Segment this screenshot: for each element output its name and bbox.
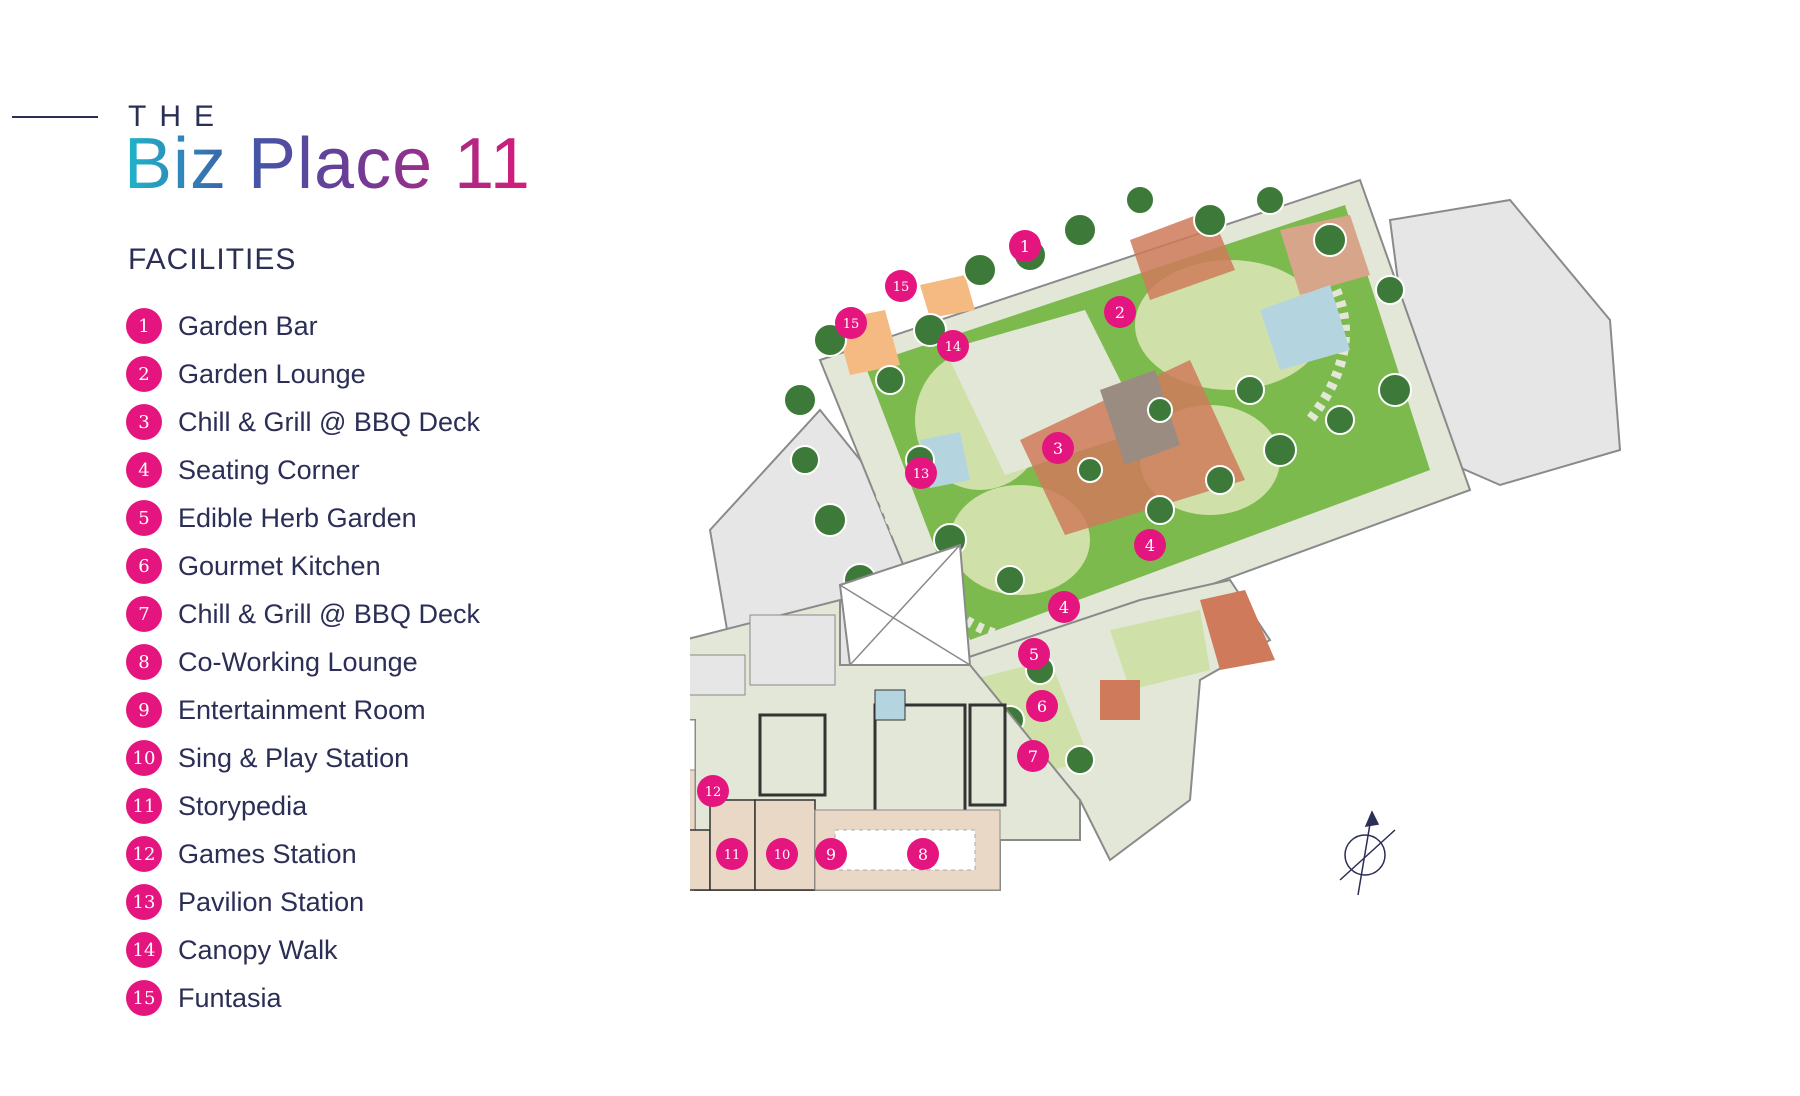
svg-text:14: 14 bbox=[945, 340, 962, 355]
legend-label: Seating Corner bbox=[178, 454, 360, 485]
marker-11: 11 bbox=[716, 838, 748, 870]
svg-text:5: 5 bbox=[1029, 645, 1039, 664]
legend-number-badge: 2 bbox=[126, 356, 162, 392]
brand-logo: Biz Place 11 bbox=[124, 124, 531, 204]
legend-item: 11 Storypedia bbox=[126, 782, 480, 830]
marker-8: 8 bbox=[907, 838, 939, 870]
marker-4a: 4 bbox=[1134, 529, 1166, 561]
brand-prefix: THE bbox=[128, 100, 227, 133]
legend-item: 15 Funtasia bbox=[126, 974, 480, 1022]
svg-text:15: 15 bbox=[843, 317, 860, 332]
legend-number-badge: 3 bbox=[126, 404, 162, 440]
facility-markers: 1 2 3 4 4 5 6 7 8 9 10 11 12 13 14 15 15 bbox=[697, 230, 1166, 870]
marker-7: 7 bbox=[1017, 740, 1049, 772]
north-arrow-icon bbox=[1339, 810, 1396, 896]
legend-number-badge: 4 bbox=[126, 452, 162, 488]
svg-text:12: 12 bbox=[705, 785, 722, 800]
header-rule bbox=[12, 116, 98, 118]
legend-item: 3 Chill & Grill @ BBQ Deck bbox=[126, 398, 480, 446]
legend-label: Chill & Grill @ BBQ Deck bbox=[178, 406, 480, 437]
marker-3: 3 bbox=[1042, 432, 1074, 464]
legend-number-badge: 1 bbox=[126, 308, 162, 344]
marker-13: 13 bbox=[905, 457, 937, 489]
marker-14: 14 bbox=[937, 330, 969, 362]
svg-text:7: 7 bbox=[1028, 747, 1038, 766]
marker-15a: 15 bbox=[835, 307, 867, 339]
marker-5: 5 bbox=[1018, 638, 1050, 670]
legend-label: Entertainment Room bbox=[178, 694, 426, 725]
svg-text:1: 1 bbox=[1020, 237, 1030, 256]
facilities-heading: FACILITIES bbox=[128, 243, 297, 276]
floor-plan: 1 2 3 4 4 5 6 7 8 9 10 11 12 13 14 15 15 bbox=[690, 160, 1650, 1040]
legend-number-badge: 14 bbox=[126, 932, 162, 968]
legend-number-badge: 10 bbox=[126, 740, 162, 776]
legend-item: 8 Co-Working Lounge bbox=[126, 638, 480, 686]
legend-label: Pavilion Station bbox=[178, 886, 365, 917]
marker-15b: 15 bbox=[885, 270, 917, 302]
legend-label: Co-Working Lounge bbox=[178, 646, 418, 677]
legend-item: 10 Sing & Play Station bbox=[126, 734, 480, 782]
svg-text:11: 11 bbox=[724, 848, 741, 863]
svg-text:2: 2 bbox=[1115, 303, 1125, 322]
legend-label: Sing & Play Station bbox=[178, 742, 410, 773]
floor-plan-drawing: 1 2 3 4 4 5 6 7 8 9 10 11 12 13 14 15 15 bbox=[690, 178, 1622, 896]
legend-label: Gourmet Kitchen bbox=[178, 550, 381, 581]
legend-number-badge: 13 bbox=[126, 884, 162, 920]
marker-9: 9 bbox=[815, 838, 847, 870]
legend-label: Garden Bar bbox=[178, 310, 318, 341]
legend-label: Garden Lounge bbox=[178, 358, 366, 389]
svg-text:4: 4 bbox=[1145, 536, 1155, 555]
marker-6: 6 bbox=[1026, 690, 1058, 722]
marker-4b: 4 bbox=[1048, 591, 1080, 623]
svg-text:15: 15 bbox=[893, 280, 910, 295]
legend-number-badge: 5 bbox=[126, 500, 162, 536]
svg-text:10: 10 bbox=[774, 848, 791, 863]
legend-label: Games Station bbox=[178, 838, 357, 869]
svg-text:4: 4 bbox=[1059, 598, 1069, 617]
legend-item: 12 Games Station bbox=[126, 830, 480, 878]
legend-number-badge: 9 bbox=[126, 692, 162, 728]
marker-10: 10 bbox=[766, 838, 798, 870]
marker-1: 1 bbox=[1009, 230, 1041, 262]
svg-text:6: 6 bbox=[1037, 697, 1047, 716]
svg-text:9: 9 bbox=[826, 845, 836, 864]
legend-number-badge: 6 bbox=[126, 548, 162, 584]
marker-12: 12 bbox=[697, 775, 729, 807]
legend-number-badge: 15 bbox=[126, 980, 162, 1016]
legend-item: 5 Edible Herb Garden bbox=[126, 494, 480, 542]
decks bbox=[835, 210, 1370, 535]
legend-label: Edible Herb Garden bbox=[178, 502, 417, 533]
legend-item: 13 Pavilion Station bbox=[126, 878, 480, 926]
legend-number-badge: 8 bbox=[126, 644, 162, 680]
marker-2: 2 bbox=[1104, 296, 1136, 328]
legend-item: 6 Gourmet Kitchen bbox=[126, 542, 480, 590]
legend-label: Funtasia bbox=[178, 982, 282, 1013]
legend-item: 9 Entertainment Room bbox=[126, 686, 480, 734]
svg-text:8: 8 bbox=[918, 845, 928, 864]
legend-item: 2 Garden Lounge bbox=[126, 350, 480, 398]
legend-item: 14 Canopy Walk bbox=[126, 926, 480, 974]
legend-label: Chill & Grill @ BBQ Deck bbox=[178, 598, 480, 629]
legend-label: Canopy Walk bbox=[178, 934, 338, 965]
legend-item: 1 Garden Bar bbox=[126, 302, 480, 350]
legend-number-badge: 11 bbox=[126, 788, 162, 824]
svg-text:3: 3 bbox=[1053, 439, 1063, 458]
svg-text:13: 13 bbox=[913, 467, 930, 482]
legend-label: Storypedia bbox=[178, 790, 308, 821]
legend-number-badge: 12 bbox=[126, 836, 162, 872]
legend-item: 4 Seating Corner bbox=[126, 446, 480, 494]
legend-number-badge: 7 bbox=[126, 596, 162, 632]
legend-item: 7 Chill & Grill @ BBQ Deck bbox=[126, 590, 480, 638]
